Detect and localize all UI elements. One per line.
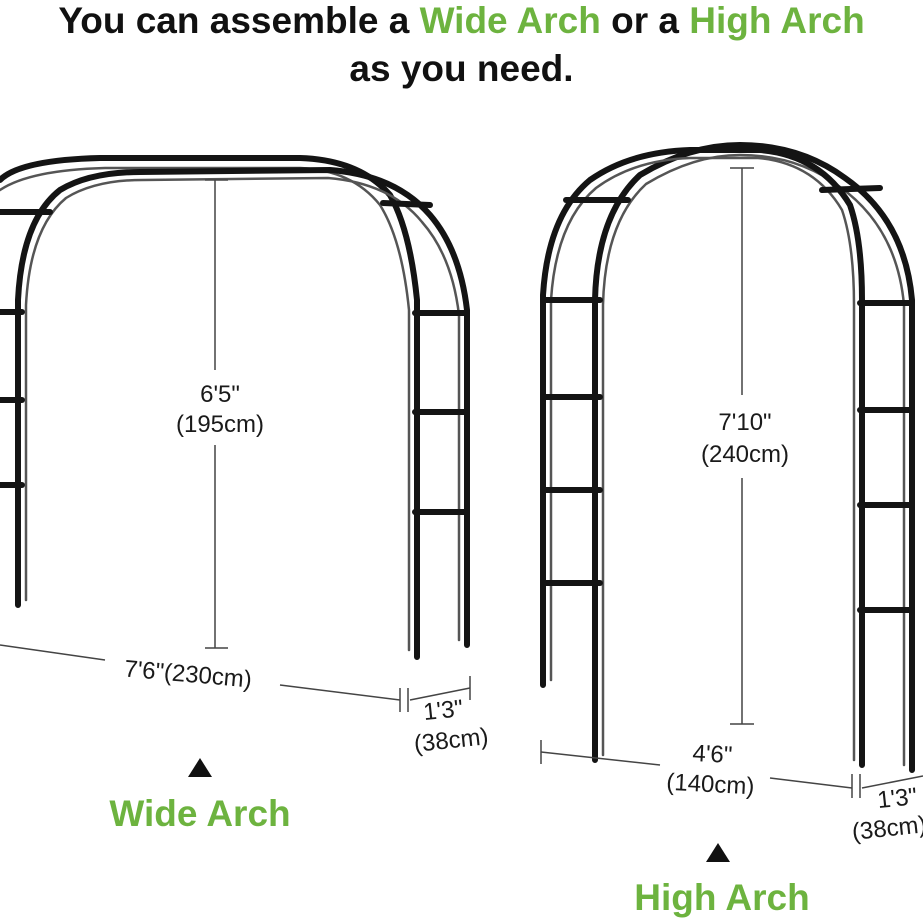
headline-line-1: You can assemble a Wide Arch or a High A… xyxy=(0,0,923,42)
triangle-up-icon xyxy=(188,758,212,777)
headline-wide-arch: Wide Arch xyxy=(419,0,601,41)
high-arch-height-ft: 7'10" xyxy=(718,409,771,436)
high-arch-dimension-lines xyxy=(540,167,923,798)
high-arch-depth-ft: 1'3" xyxy=(876,783,918,814)
headline-text-2: or a xyxy=(600,0,690,41)
high-arch-depth-cm: (38cm) xyxy=(851,811,923,846)
wide-arch-depth-ft: 1'3" xyxy=(422,695,464,726)
high-arch-width-cm: (140cm) xyxy=(666,769,755,801)
high-arch-width-ft: 4'6" xyxy=(692,740,733,769)
wide-arch-height-ft: 6'5" xyxy=(200,381,240,408)
wide-arch-caption: Wide Arch xyxy=(109,793,290,834)
wide-arch-width: 7'6"(230cm) xyxy=(123,655,253,693)
headline-line-2: as you need. xyxy=(349,48,574,89)
high-arch-caption: High Arch xyxy=(634,877,809,918)
triangle-up-icon xyxy=(706,843,730,862)
headline-high-arch: High Arch xyxy=(689,0,865,41)
wide-arch-height-cm: (195cm) xyxy=(176,411,264,438)
headline-text-1: You can assemble a xyxy=(58,0,420,41)
wide-arch-frame xyxy=(0,155,470,660)
wide-arch-depth-cm: (38cm) xyxy=(413,723,490,758)
high-arch-frame xyxy=(540,141,915,773)
high-arch-height-cm: (240cm) xyxy=(701,441,789,468)
wide-arch-dimension-lines xyxy=(0,179,471,712)
